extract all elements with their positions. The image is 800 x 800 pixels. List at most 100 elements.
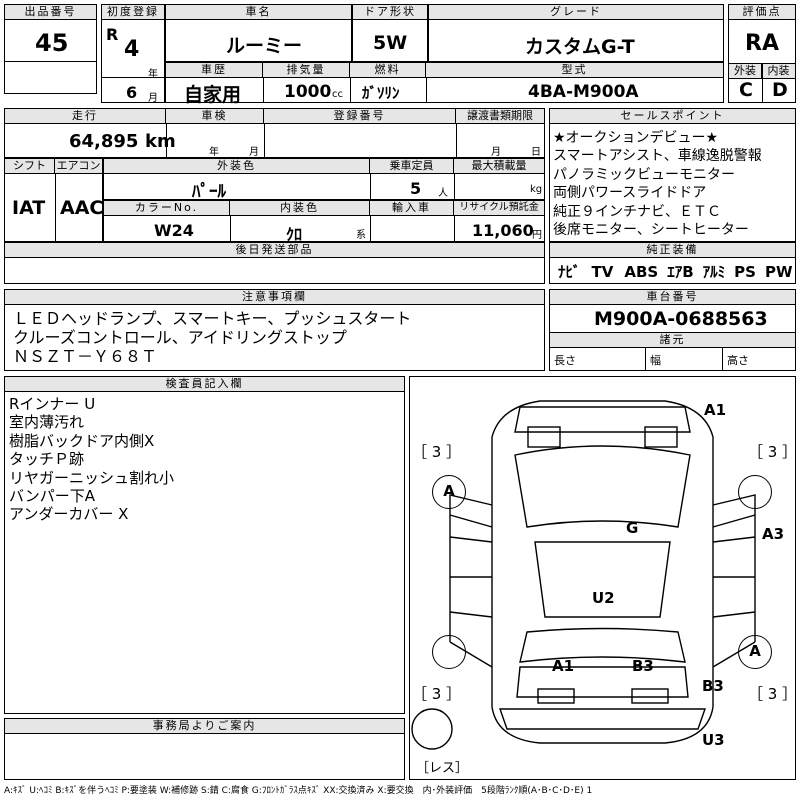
month-value: 6 bbox=[126, 83, 138, 102]
year-unit: 年 bbox=[148, 69, 158, 80]
interior-color-value: ｸﾛ bbox=[286, 225, 303, 244]
shift-ac-box: シフト エアコン IAT AAC bbox=[4, 158, 103, 242]
inspector-line: 樹脂バックドア内側X bbox=[9, 431, 155, 450]
fuel-value: ｶﾞｿﾘﾝ bbox=[362, 84, 400, 102]
spec-width: 幅 bbox=[650, 354, 661, 367]
month-unit: 月 bbox=[148, 93, 158, 104]
inspector-line: リヤガーニッシュ割れ小 bbox=[9, 468, 175, 487]
car-name-label: 車名 bbox=[166, 5, 351, 20]
colorno-label: カラーNo. bbox=[104, 201, 230, 216]
mileage-unit: km bbox=[145, 131, 176, 152]
caution-label: 注意事項欄 bbox=[5, 290, 544, 305]
mileage-label: 走行 bbox=[5, 109, 166, 124]
spec-row: 長さ 幅 高さ bbox=[550, 347, 795, 370]
inspector-line: アンダーカバー X bbox=[9, 505, 129, 524]
displacement-unit: cc bbox=[332, 89, 343, 100]
caution-box: 注意事項欄 ＬＥＤヘッドランプ、スマートキー、プッシュスタート クルーズコントロ… bbox=[4, 289, 545, 371]
transfer-label: 譲渡書類期限 bbox=[456, 109, 544, 124]
sales-points-list: ★オークションデビュー★ スマートアシスト、車線逸脱警報 パノラミックビューモニ… bbox=[553, 129, 762, 239]
caution-line: クルーズコントロール、アイドリングストップ bbox=[13, 328, 347, 347]
exterior-color-label: 外装色 bbox=[104, 159, 370, 174]
grade-value: カスタムG-T bbox=[525, 36, 635, 58]
inspection-label: 車検 bbox=[166, 109, 264, 124]
tire-tread-rear-left: ［ 3 ］ bbox=[412, 685, 462, 703]
car-outline-drawing bbox=[411, 400, 756, 750]
office-note-label: 事務局よりご案内 bbox=[5, 719, 404, 734]
history-value: 自家用 bbox=[184, 84, 242, 106]
label-g-windshield: G bbox=[626, 519, 639, 537]
inspector-line: タッチＰ跡 bbox=[9, 450, 85, 469]
shift-value: IAT bbox=[12, 197, 46, 219]
spec-label: 諸元 bbox=[550, 332, 795, 348]
lot-label: 出品番号 bbox=[5, 5, 96, 20]
aircon-label: エアコン bbox=[55, 159, 102, 174]
label-b3-right: B3 bbox=[702, 677, 724, 695]
recycle-value: 11,060 bbox=[472, 221, 534, 240]
legend-text: A:ｷｽﾞ U:ﾍｺﾐ B:ｷｽﾞを伴うﾍｺﾐ P:要塗装 W:補修跡 S:錆 … bbox=[4, 786, 593, 796]
recycle-unit: 円 bbox=[532, 230, 542, 241]
sales-points-label: セールスポイント bbox=[550, 109, 795, 124]
score-box: 評価点 RA 外装 内装 C D bbox=[728, 4, 796, 103]
inspector-list: Rインナー U 室内薄汚れ 樹脂バックドア内側X タッチＰ跡 リヤガーニッシュ割… bbox=[9, 395, 174, 524]
sales-line: 後席モニター、シートヒーター bbox=[553, 222, 749, 239]
score-label: 評価点 bbox=[729, 5, 795, 20]
damage-diagram: A1 G A3 U2 A1 B3 B3 U3 ［ 3 ］ ［ 3 ］ ［ 3 ］… bbox=[409, 376, 798, 780]
spec-length: 長さ bbox=[554, 354, 576, 367]
model-label: 型式 bbox=[426, 63, 723, 78]
inspection-year-unit: 年 bbox=[209, 147, 219, 158]
year-value: 4 bbox=[124, 37, 140, 62]
door-label: ドア形状 bbox=[353, 5, 427, 20]
equip-abs: ABS bbox=[624, 263, 659, 281]
sales-line: 純正９インチナビ、ＥＴＣ bbox=[553, 203, 721, 220]
exterior-color-value: ﾊﾟｰﾙ bbox=[192, 182, 226, 202]
caution-line: ＮＳＺＴ－Ｙ６８Ｔ bbox=[13, 347, 158, 366]
door-value: 5W bbox=[373, 32, 408, 54]
capacity-label: 乗車定員 bbox=[370, 159, 454, 174]
inspector-label: 検査員記入欄 bbox=[5, 377, 404, 392]
chassis-label: 車台番号 bbox=[550, 290, 795, 305]
transfer-day-unit: 日 bbox=[531, 147, 541, 158]
equipment-label: 純正装備 bbox=[550, 243, 795, 258]
chassis-value: M900A-0688563 bbox=[594, 308, 768, 330]
score-value: RA bbox=[745, 31, 779, 56]
sales-line: スマートアシスト、車線逸脱警報 bbox=[553, 148, 762, 165]
label-b3-rear: B3 bbox=[632, 657, 654, 675]
history-row: 車歴 排気量 燃料 型式 自家用 1000 cc ｶﾞｿﾘﾝ 4BA-M900A bbox=[165, 62, 724, 106]
equip-ps: PS bbox=[734, 263, 756, 281]
equip-airbag: ｴｱB bbox=[667, 263, 694, 281]
interior-label: 内装 bbox=[762, 64, 795, 79]
spec-height: 高さ bbox=[727, 354, 749, 367]
registration-box: 初度登録 R 4 年 6 月 bbox=[101, 4, 165, 104]
door-box: ドア形状 5W bbox=[352, 4, 428, 62]
max-load-unit: kg bbox=[530, 184, 543, 195]
era-value: R bbox=[106, 25, 119, 44]
sales-line: ★オークションデビュー★ bbox=[553, 130, 719, 146]
tire-tread-front-right: ［ 3 ］ bbox=[748, 443, 798, 461]
office-note-box: 事務局よりご案内 bbox=[4, 718, 405, 780]
color-row: 外装色 乗車定員 最大積載量 ﾊﾟｰﾙ 5 人 kg bbox=[103, 158, 545, 202]
registration-label: 初度登録 bbox=[102, 5, 164, 20]
later-parts-label: 後日発送部品 bbox=[5, 243, 544, 258]
equip-nav: ﾅﾋﾞ bbox=[558, 263, 581, 281]
shift-label: シフト bbox=[5, 159, 55, 174]
wheel-front-right bbox=[738, 475, 772, 509]
inspector-box: 検査員記入欄 Rインナー U 室内薄汚れ 樹脂バックドア内側X タッチＰ跡 リヤ… bbox=[4, 376, 405, 714]
interior-color-unit: 系 bbox=[356, 230, 366, 241]
interior-value: D bbox=[772, 79, 788, 101]
max-load-label: 最大積載量 bbox=[454, 159, 544, 174]
transfer-month-unit: 月 bbox=[491, 147, 501, 158]
equip-pw: PW bbox=[764, 263, 793, 281]
sales-line: パノラミックビューモニター bbox=[553, 166, 735, 183]
equip-alloy: ｱﾙﾐ bbox=[702, 263, 726, 281]
tire-tread-front-left: ［ 3 ］ bbox=[412, 443, 462, 461]
label-u2-roof: U2 bbox=[592, 589, 615, 607]
label-a1-rear: A1 bbox=[552, 657, 575, 675]
lot-value: 45 bbox=[35, 29, 69, 57]
inspector-line: Rインナー U bbox=[9, 395, 96, 413]
mileage-value: 64,895 bbox=[69, 131, 139, 152]
spare-tire-label: ［レス］ bbox=[416, 761, 469, 776]
grade-label: グレード bbox=[429, 5, 723, 20]
grade-box: グレード カスタムG-T bbox=[428, 4, 724, 62]
